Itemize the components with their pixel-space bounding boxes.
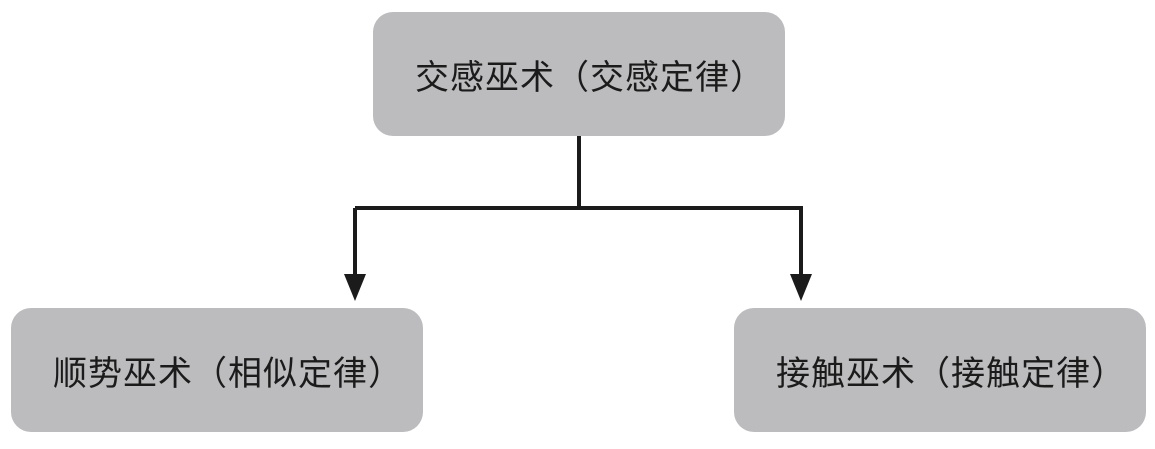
child-node-homeopathic: 顺势巫术（相似定律） [11,308,423,432]
child-node-contagious: 接触巫术（接触定律） [734,308,1146,432]
arrowhead-right-icon [790,274,812,301]
arrowhead-left-icon [344,274,366,301]
child-node-contagious-label: 接触巫术（接触定律） [776,353,1126,394]
child-node-homeopathic-label: 顺势巫术（相似定律） [53,353,403,394]
root-node: 交感巫术（交感定律） [373,12,785,136]
root-node-label: 交感巫术（交感定律） [415,57,765,98]
